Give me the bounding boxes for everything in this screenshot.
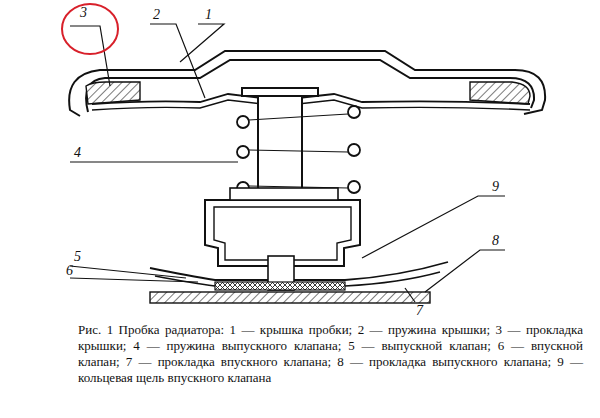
callout-number: 4 <box>74 146 81 160</box>
callout-number: 6 <box>66 264 73 278</box>
highlight-circle <box>62 4 118 54</box>
callout-number: 9 <box>492 180 499 194</box>
callout-number: 2 <box>153 8 160 22</box>
callout-number: 8 <box>492 234 499 248</box>
cap-drawing <box>69 51 545 303</box>
callout-number: 3 <box>80 6 87 20</box>
callout-number: 1 <box>205 8 212 22</box>
callout-number: 5 <box>74 250 81 264</box>
callout-number: 7 <box>416 304 423 318</box>
leader-lines <box>70 24 505 302</box>
figure-caption: Рис. 1 Пробка радиатора: 1 — крышка проб… <box>78 322 583 386</box>
